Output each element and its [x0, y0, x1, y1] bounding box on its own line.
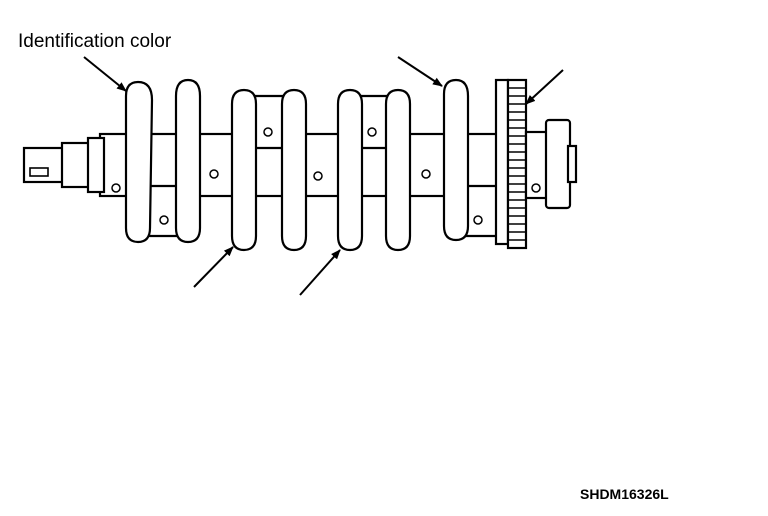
keyway [29, 167, 49, 177]
crank-web-5 [336, 88, 364, 252]
oil-holes [111, 127, 541, 225]
crank-web-4 [280, 88, 308, 252]
front-snout [22, 146, 66, 184]
reluctor-teeth [508, 87, 526, 241]
front-step [60, 141, 92, 189]
identification-color-label: Identification color [18, 31, 172, 52]
arrow-web-5 [299, 249, 341, 296]
reluctor-ring [506, 78, 528, 250]
rear-boss [544, 118, 572, 210]
crank-web-7 [442, 78, 470, 242]
crank-web-3 [230, 88, 258, 252]
front-collar [86, 136, 106, 194]
crank-web-2 [174, 78, 202, 244]
arrow-web-3 [193, 246, 234, 288]
arrow-reluctor [525, 69, 564, 105]
arrow-web-1 [83, 56, 127, 92]
crank-web-1 [124, 80, 154, 244]
arrow-web-7 [397, 56, 443, 87]
rear-pilot [566, 144, 578, 184]
rear-flange [494, 78, 510, 246]
figure-code: SHDM16326L [580, 486, 669, 502]
crank-web-6 [384, 88, 412, 252]
